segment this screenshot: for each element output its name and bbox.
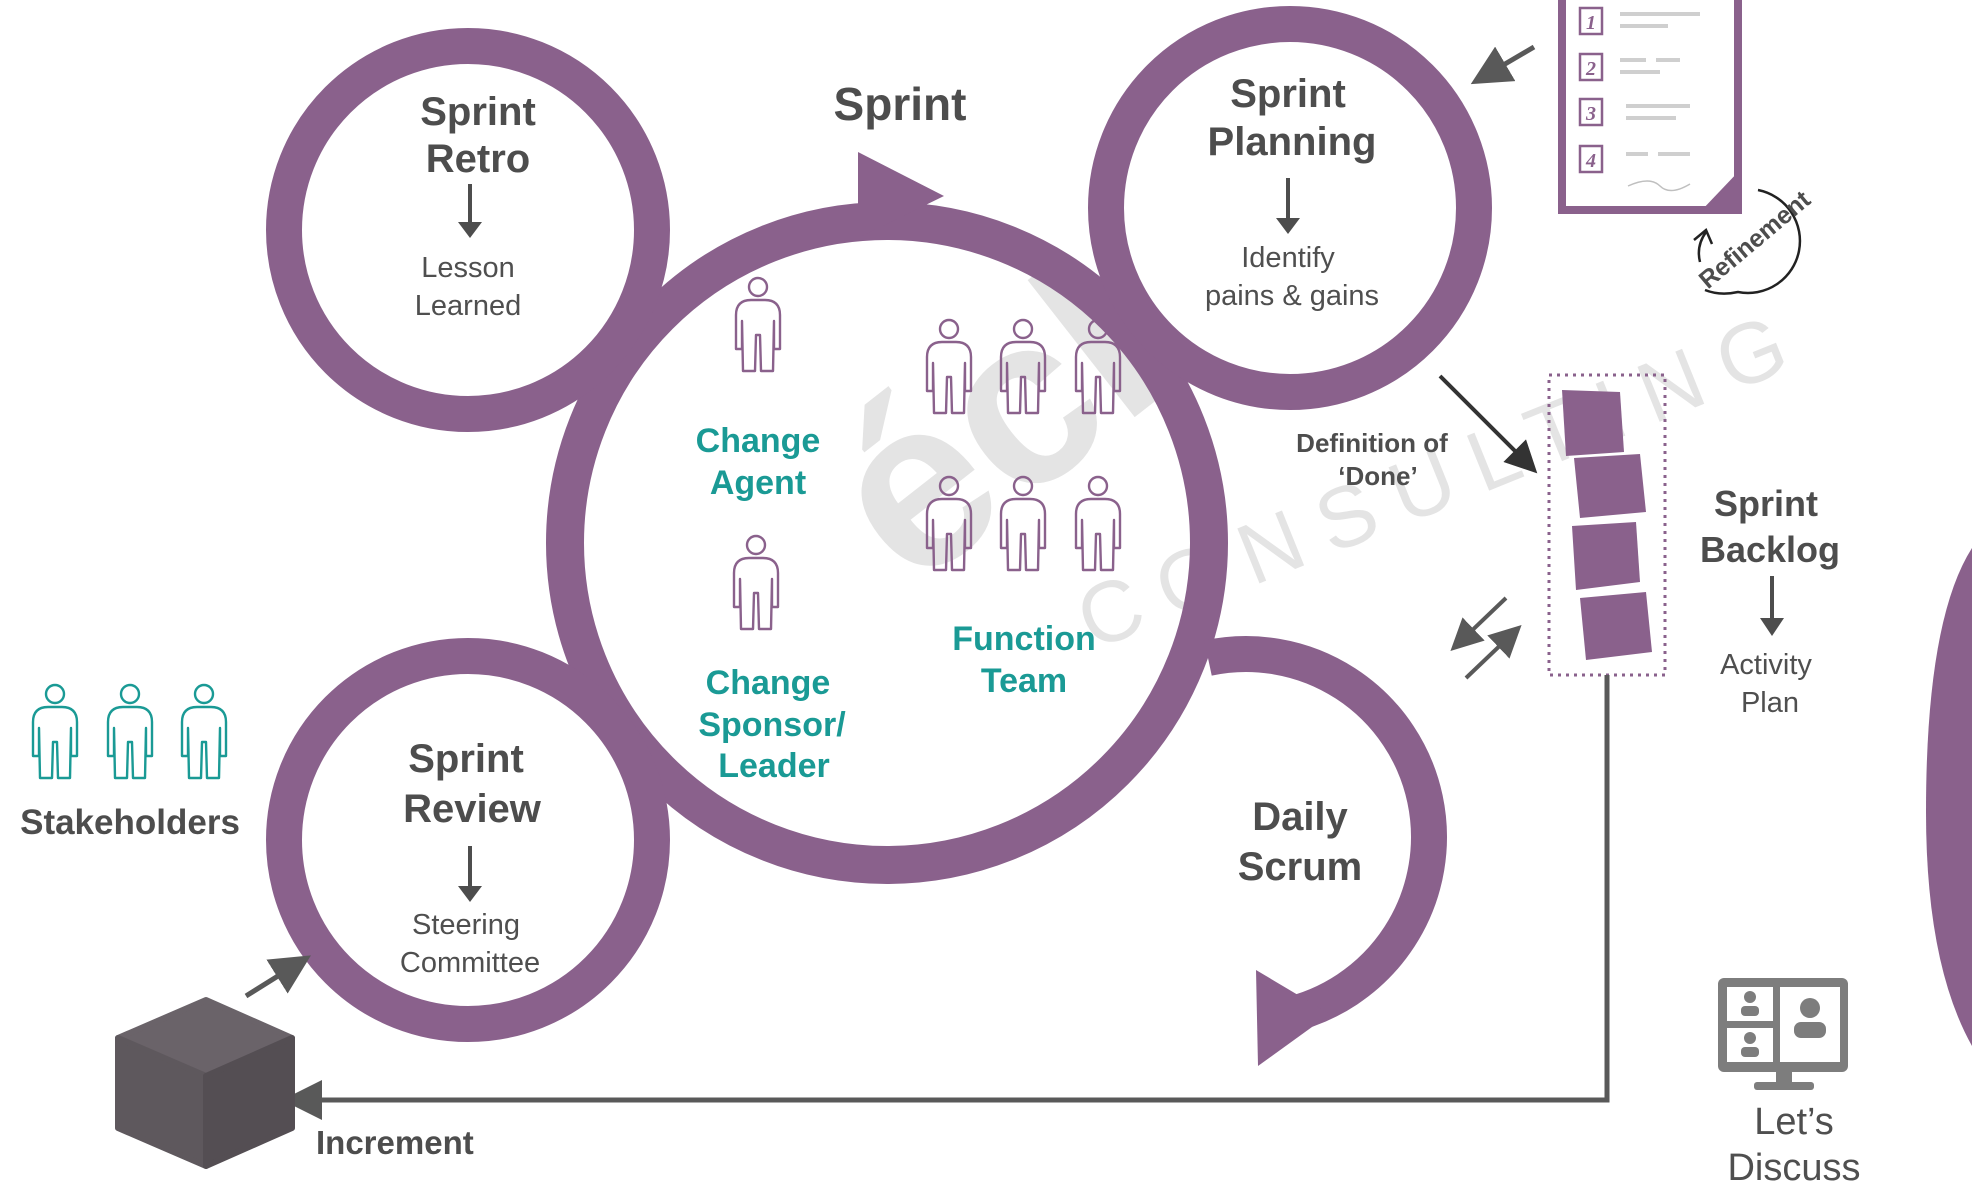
- sprint-planning-outcome-1: Identify: [1241, 242, 1335, 274]
- change-sponsor-label-1: Change: [706, 664, 831, 702]
- checklist-number-1: 1: [1586, 12, 1596, 34]
- checklist-number-2: 2: [1585, 58, 1596, 80]
- arrow-down-icon: [458, 184, 482, 238]
- stakeholders-label: Stakeholders: [20, 803, 240, 842]
- sprint-review-outcome-1: Steering: [412, 909, 520, 941]
- stakeholders: Stakeholders: [20, 683, 240, 842]
- increment-label: Increment: [316, 1124, 474, 1161]
- increment-connector: [282, 675, 1610, 1120]
- sprint-planning-title-2: Planning: [1208, 120, 1377, 164]
- sprint-planning-title-1: Sprint: [1230, 72, 1346, 116]
- sprint-review-title-2: Review: [403, 787, 542, 831]
- person-icon: [734, 276, 782, 373]
- function-team-label-1: Function: [952, 620, 1096, 658]
- daily-scrum-arrowhead: [1256, 970, 1330, 1066]
- sprint-cycle: Sprint: [546, 78, 1228, 884]
- sprint-backlog-outcome-2: Plan: [1741, 687, 1799, 719]
- arrow-icon: [1438, 374, 1538, 474]
- checklist-icon: 1 2 3 4: [1558, 0, 1742, 214]
- arrow-down-icon: [1276, 178, 1300, 234]
- sprint-planning-circle: Sprint Planning Identify pains & gains: [1088, 6, 1492, 410]
- sprint-backlog-outcome-1: Activity: [1720, 649, 1812, 681]
- change-sponsor-label-2: Sponsor/: [698, 706, 846, 744]
- sprint-planning-outcome-2: pains & gains: [1205, 280, 1379, 312]
- daily-scrum-circle: Daily Scrum: [1204, 636, 1447, 1066]
- sprint-retro-circle: Sprint Retro Lesson Learned: [266, 28, 670, 432]
- daily-scrum-title-2: Scrum: [1238, 845, 1363, 889]
- change-sponsor-label-3: Leader: [718, 747, 830, 785]
- person-icon: [106, 683, 154, 780]
- backlog-card: [1580, 592, 1652, 660]
- person-icon: [732, 534, 780, 631]
- sprint-backlog-title-2: Backlog: [1700, 529, 1840, 570]
- cube-icon: [115, 997, 295, 1169]
- checklist-number-3: 3: [1585, 103, 1596, 125]
- lets-discuss-label-2: Discuss: [1727, 1147, 1860, 1189]
- daily-scrum-title-1: Daily: [1252, 795, 1348, 839]
- sprint-review-title-1: Sprint: [408, 737, 524, 781]
- backlog-card: [1572, 522, 1640, 590]
- person-icon: [180, 683, 228, 780]
- sprint-retro-outcome-2: Learned: [415, 290, 521, 322]
- center-team: Change Agent Change Sponsor/ Leader Func…: [696, 276, 1122, 785]
- definition-of-done-label-1: Definition of: [1296, 428, 1448, 458]
- backlog-card: [1562, 390, 1624, 456]
- arrow-icon: [1470, 44, 1536, 85]
- arrow-down-icon: [458, 846, 482, 902]
- sprint-retro-title-1: Sprint: [420, 90, 536, 134]
- person-icon: [31, 683, 79, 780]
- sprint-review-circle: Sprint Review Steering Committee: [266, 638, 670, 1042]
- change-agent-label-1: Change: [696, 422, 821, 460]
- video-call-icon: [1718, 978, 1848, 1090]
- backlog-card: [1574, 454, 1646, 518]
- sprint-backlog-label: Sprint Backlog Activity Plan: [1700, 483, 1840, 719]
- exchange-arrows-icon: [1450, 596, 1522, 680]
- lets-discuss-label-1: Let’s: [1754, 1101, 1834, 1143]
- definition-of-done: Definition of ‘Done’: [1296, 428, 1448, 491]
- checklist-number-4: 4: [1585, 150, 1596, 172]
- sprint-title: Sprint: [834, 78, 967, 130]
- edge-circle-fragment: [1926, 548, 1972, 1046]
- sprint-backlog-title-1: Sprint: [1714, 483, 1818, 524]
- definition-of-done-label-2: ‘Done’: [1338, 461, 1417, 491]
- sprint-review-outcome-2: Committee: [400, 947, 540, 979]
- sprint-arrowhead: [858, 152, 944, 238]
- change-agent-label-2: Agent: [710, 464, 806, 502]
- function-team-label-2: Team: [981, 662, 1067, 700]
- arrow-down-icon: [1760, 576, 1784, 636]
- sprint-retro-outcome-1: Lesson: [421, 252, 515, 284]
- arrow-icon: [244, 955, 311, 999]
- sprint-retro-title-2: Retro: [426, 137, 530, 181]
